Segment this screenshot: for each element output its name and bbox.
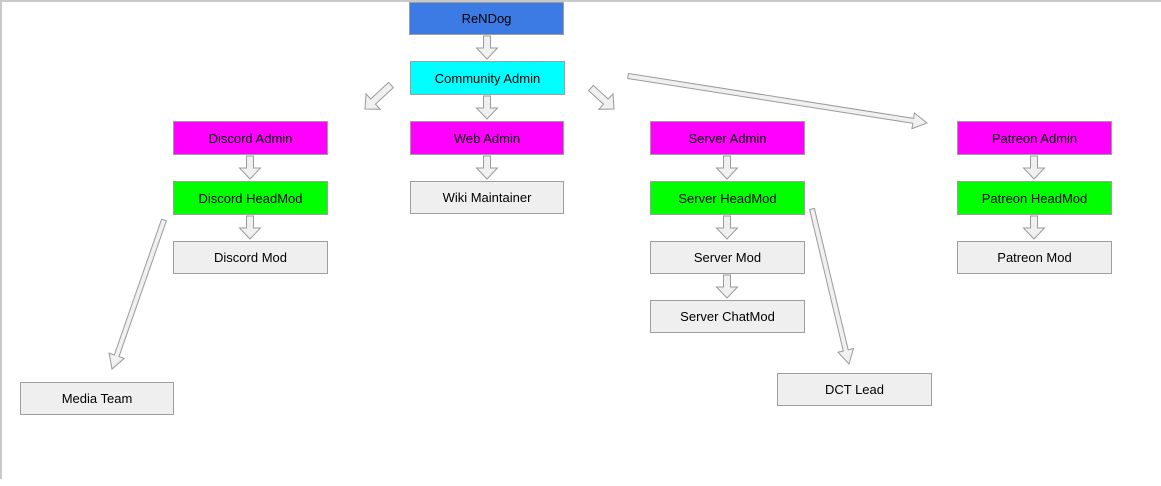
node-label: Patreon Admin bbox=[991, 130, 1078, 146]
arrow-community-admin-to-discord-admin bbox=[364, 81, 395, 110]
arrow-server-headmod-to-server-mod bbox=[715, 215, 739, 240]
node-label: Discord Mod bbox=[214, 250, 287, 265]
node-label: Server HeadMod bbox=[678, 190, 777, 206]
arrow-patreon-admin-to-patreon-headmod bbox=[1022, 155, 1046, 180]
node-web-admin: Web Admin bbox=[410, 121, 564, 155]
node-server-mod: Server Mod bbox=[650, 241, 805, 274]
node-patreon-mod: Patreon Mod bbox=[957, 241, 1112, 274]
node-label: Server Mod bbox=[693, 250, 762, 265]
node-discord-headmod: Discord HeadMod bbox=[173, 181, 328, 215]
arrow-server-mod-to-server-chatmod bbox=[715, 274, 739, 299]
node-label: ReNDog bbox=[461, 11, 512, 26]
node-patreon-admin: Patreon Admin bbox=[957, 121, 1112, 155]
node-label: Web Admin bbox=[453, 130, 521, 146]
arrow-community-admin-to-server-admin bbox=[587, 84, 615, 110]
arrow-community-admin-to-web-admin bbox=[475, 95, 499, 120]
arrow-discord-headmod-to-discord-mod bbox=[238, 215, 262, 240]
node-label: Discord Admin bbox=[208, 130, 293, 146]
arrow-server-admin-to-server-headmod bbox=[715, 155, 739, 180]
arrow-web-admin-to-wiki-maintainer bbox=[475, 155, 499, 180]
node-label: Server ChatMod bbox=[680, 309, 775, 324]
node-server-admin: Server Admin bbox=[650, 121, 805, 155]
node-community-admin: Community Admin bbox=[410, 61, 565, 95]
node-media-team: Media Team bbox=[20, 382, 174, 415]
arrow-patreon-headmod-to-patreon-mod bbox=[1022, 215, 1046, 240]
node-label: Patreon HeadMod bbox=[981, 190, 1088, 206]
node-dct-lead: DCT Lead bbox=[777, 373, 932, 406]
arrow-discord-headmod-to-media-team bbox=[108, 218, 168, 370]
node-label: Patreon Mod bbox=[997, 250, 1072, 265]
arrow-rendog-to-community-admin bbox=[475, 35, 499, 60]
node-label: Server Admin bbox=[688, 130, 767, 146]
node-discord-admin: Discord Admin bbox=[173, 121, 328, 155]
node-server-chatmod: Server ChatMod bbox=[650, 300, 805, 333]
node-label: Community Admin bbox=[434, 70, 541, 86]
arrow-server-headmod-to-dct-lead bbox=[808, 207, 855, 365]
arrow-community-admin-to-patreon-admin bbox=[627, 72, 928, 130]
node-discord-mod: Discord Mod bbox=[173, 241, 328, 274]
node-label: Wiki Maintainer bbox=[442, 190, 532, 205]
arrow-discord-admin-to-discord-headmod bbox=[238, 155, 262, 180]
node-label: Discord HeadMod bbox=[198, 190, 303, 206]
node-wiki-maintainer: Wiki Maintainer bbox=[410, 181, 564, 214]
node-label: DCT Lead bbox=[824, 382, 884, 397]
node-server-headmod: Server HeadMod bbox=[650, 181, 805, 215]
node-label: Media Team bbox=[61, 391, 133, 406]
node-patreon-headmod: Patreon HeadMod bbox=[957, 181, 1112, 215]
node-rendog: ReNDog bbox=[409, 2, 564, 35]
